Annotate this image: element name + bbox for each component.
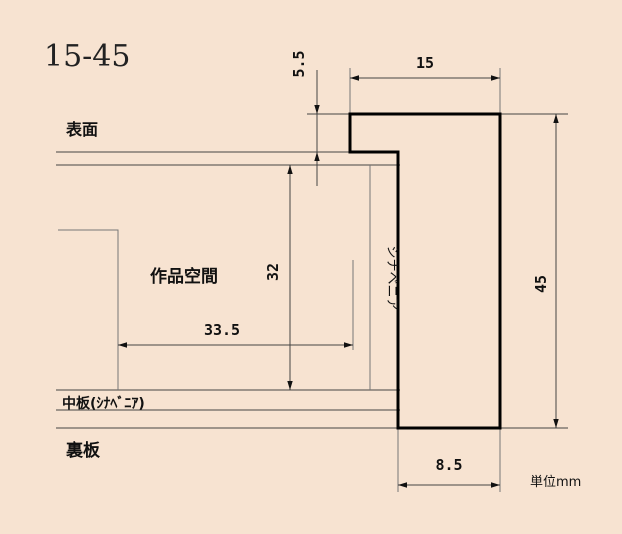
- dim-lower-width: 8.5: [435, 456, 462, 474]
- dim-frame-width: 15: [416, 54, 434, 72]
- dim-frame-height: 45: [532, 275, 550, 293]
- artwork-outline: [58, 229, 119, 390]
- diagram-title: 15-45: [44, 39, 130, 74]
- label-surface: 表面: [65, 120, 98, 139]
- dim-space-width: 33.5: [204, 321, 240, 339]
- label-back-board: 裏板: [65, 440, 101, 461]
- frame-profile: [348, 112, 502, 430]
- label-artwork-space: 作品空間: [150, 266, 218, 287]
- label-unit: 単位mm: [530, 474, 581, 490]
- label-middle-board: 中板(ｼﾅﾍﾞﾆｱ): [62, 395, 145, 412]
- label-plywood: シナベニア: [384, 245, 399, 310]
- dim-artwork-depth: 32: [264, 263, 282, 281]
- dim-lip-depth: 5.5: [290, 50, 308, 77]
